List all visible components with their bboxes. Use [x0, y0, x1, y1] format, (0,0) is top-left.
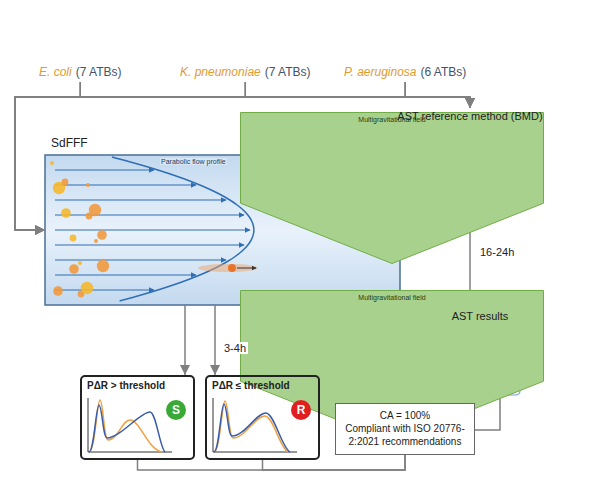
parabolic-profile	[112, 157, 254, 301]
flow-arrow	[55, 274, 196, 275]
result-box: PΔR > thresholdS	[80, 375, 195, 460]
particle-dot	[78, 261, 82, 265]
agreement-value: CA = 100%	[342, 409, 468, 422]
particle-dot	[69, 264, 79, 274]
plate-node: AST reference method (BMD)	[390, 108, 550, 205]
flow-arrow	[55, 214, 244, 215]
particle-dot	[81, 282, 93, 294]
duration-label: 3-4h	[222, 342, 248, 354]
antibiotic-count: (7 ATBs)	[76, 65, 122, 80]
connector	[184, 305, 186, 375]
connector	[15, 82, 245, 230]
particle-dot	[97, 230, 107, 240]
field-arrow-outline	[241, 291, 544, 442]
agreement-box: CA = 100%Compliant with ISO 20776-2:2021…	[335, 403, 475, 455]
flow-arrow	[55, 259, 226, 260]
connector	[80, 82, 470, 108]
species-node: P. aeruginosa (6 ATBs)	[344, 65, 466, 80]
blue-curve	[214, 404, 290, 452]
particle-dot	[94, 239, 98, 243]
flow-arrow	[55, 244, 244, 245]
particle-dot	[70, 235, 77, 242]
duration-label: 16-24h	[478, 246, 516, 258]
field-arrow: Multigravitational field	[240, 112, 544, 264]
particle-dot	[86, 183, 90, 187]
antibiotic-count: (7 ATBs)	[265, 65, 311, 80]
particle-dot	[97, 260, 109, 272]
orange-curve	[214, 401, 288, 452]
channel-heading: SdFFF	[51, 136, 88, 150]
flow-arrow	[55, 229, 250, 230]
connector	[138, 455, 406, 470]
particle-motion	[237, 268, 256, 269]
flow-arrow	[55, 289, 154, 290]
profile-label: Parabolic flow profile	[160, 158, 227, 165]
field-arrow-shape	[240, 112, 544, 264]
connector	[263, 455, 406, 470]
species-name: K. pneumoniae	[180, 65, 261, 80]
flow-arrows	[55, 170, 250, 290]
chart-axis	[213, 398, 297, 452]
connector	[245, 82, 470, 108]
flow-arrow	[55, 169, 154, 170]
connector	[405, 82, 470, 108]
plate-title: AST reference method (BMD)	[390, 108, 550, 122]
threshold-rule: PΔR > threshold	[82, 377, 193, 391]
compliance-note: Compliant with ISO 20776-2:2021 recommen…	[342, 422, 468, 448]
particle-trail	[198, 264, 258, 272]
result-box: PΔR ≤ thresholdR	[205, 375, 320, 460]
species-node: K. pneumoniae (7 ATBs)	[180, 65, 311, 80]
sample-particles	[50, 161, 109, 297]
particle-dot	[89, 204, 101, 216]
chart-axis	[88, 398, 172, 452]
species-name: E. coli	[39, 65, 72, 80]
particle-dot	[62, 179, 69, 186]
fractogram-r	[213, 398, 297, 452]
antibiotic-count: (6 ATBs)	[421, 65, 467, 80]
particle-dot	[53, 286, 63, 296]
plate-node: AST results	[420, 308, 540, 398]
result-badge: R	[291, 400, 311, 420]
particle-dot	[61, 208, 71, 218]
field-arrow-outline	[241, 113, 544, 264]
species-name: P. aeruginosa	[344, 65, 417, 80]
species-node: E. coli (7 ATBs)	[39, 65, 121, 80]
plate-title: AST results	[420, 308, 540, 322]
small-particle	[228, 264, 236, 272]
flow-arrow	[55, 199, 226, 200]
threshold-rule: PΔR ≤ threshold	[207, 377, 318, 391]
fractogram-s	[88, 398, 172, 452]
connector	[15, 82, 80, 230]
field-label: Multigravitational field	[240, 290, 544, 302]
particle-dot	[50, 161, 54, 165]
flow-arrow	[55, 184, 196, 185]
blue-curve	[89, 405, 165, 452]
result-badge: S	[166, 400, 186, 420]
connector	[214, 305, 216, 375]
